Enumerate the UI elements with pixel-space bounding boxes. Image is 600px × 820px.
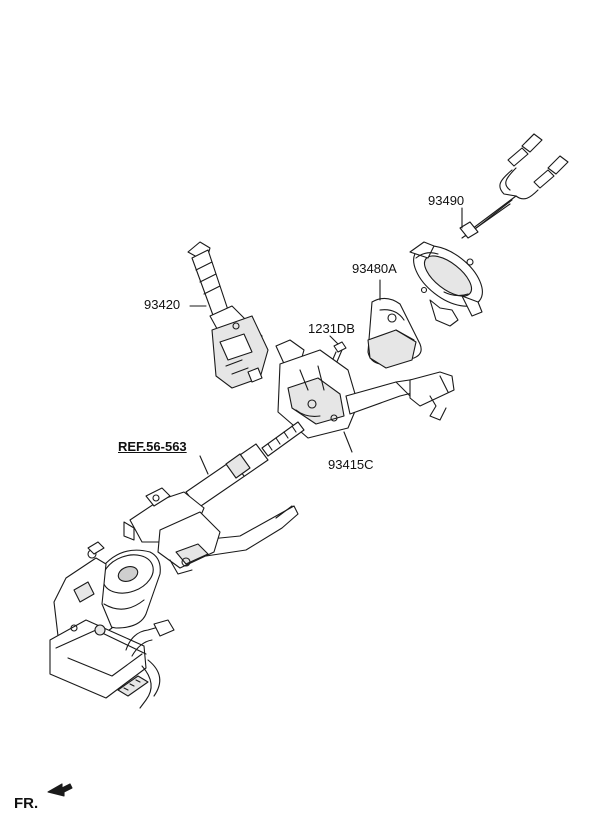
label-1231db: 1231DB xyxy=(308,321,355,336)
leader-93415c xyxy=(343,431,353,453)
label-93490: 93490 xyxy=(428,193,465,208)
eps-motor-assembly[interactable] xyxy=(49,541,175,709)
label-93415c: 93415C xyxy=(328,457,374,472)
reference-link-ref-56-563[interactable]: REF.56-563 xyxy=(118,439,187,454)
wiper-switch-93420[interactable] xyxy=(187,241,269,389)
clock-spring-plate-93480A[interactable] xyxy=(367,297,422,369)
label-93420: 93420 xyxy=(144,297,181,312)
wiring-harness-93490[interactable] xyxy=(403,133,569,327)
label-93480a: 93480A xyxy=(352,261,397,276)
multifunction-switch-93415C[interactable] xyxy=(275,339,455,439)
front-direction-arrow-icon xyxy=(47,783,73,797)
steering-column[interactable] xyxy=(123,421,305,575)
leader-ref xyxy=(199,455,209,475)
leader-1231db xyxy=(329,335,339,345)
front-direction-label: FR. xyxy=(14,795,39,812)
